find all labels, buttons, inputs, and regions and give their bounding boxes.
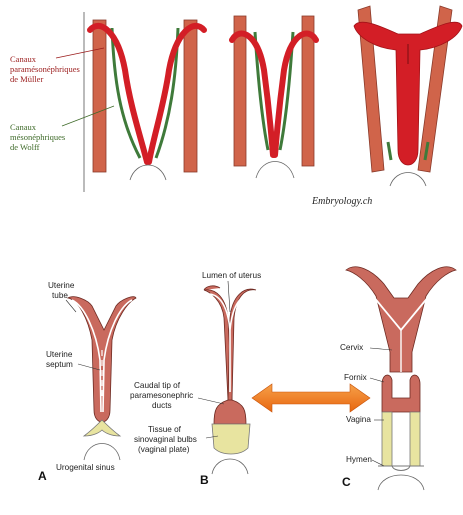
urogenital-sinus-a	[82, 419, 122, 437]
panel-letter-a: A	[38, 469, 47, 483]
sinus-arc	[389, 172, 427, 187]
mesonephric-outer-right	[417, 5, 453, 173]
fused-muller-uterus	[353, 21, 463, 166]
mesonephric-outer-left	[233, 15, 247, 167]
sinus-arc-b	[211, 458, 249, 475]
top-stage-1	[87, 19, 207, 181]
mesonephric-outer-right	[301, 15, 315, 167]
panel-b-labels: Lumen of uterus Caudal tip of paramesone…	[130, 271, 261, 487]
caudal-tip-pointer	[197, 397, 225, 405]
uterine-tube-pointer	[65, 299, 77, 313]
cervix-label: Cervix	[340, 343, 363, 352]
fornix-c	[381, 374, 421, 413]
tissue-sinovaginal-label: sinovaginal bulbs	[134, 435, 197, 444]
top-stage-3	[353, 5, 463, 187]
top-stage-2	[229, 15, 319, 179]
panel-letter-b: B	[200, 473, 209, 487]
caudal-tip-label: paramesonephric	[130, 391, 193, 400]
fornix-label: Fornix	[344, 373, 367, 382]
panel-a-drawing	[66, 296, 137, 461]
uterine-lumen-b	[209, 293, 251, 392]
muller-duct-left	[229, 30, 276, 158]
tissue-sinovaginal-label: (vaginal plate)	[138, 445, 190, 454]
sinus-arc	[129, 164, 167, 181]
uterine-tube-label: Uterine	[48, 281, 75, 290]
uterine-tube-label: tube	[52, 291, 68, 300]
mesonephric-label-line: mésonéphriques	[10, 132, 65, 142]
uterus-c	[345, 266, 457, 373]
mesonephric-outer-right	[183, 19, 198, 173]
mesonephric-pointer	[61, 105, 115, 127]
fornix-pointer	[369, 377, 385, 383]
urogenital-sinus-label: Urogenital sinus	[56, 463, 115, 472]
cervix-pointer	[369, 347, 393, 351]
lumen-pointer	[227, 280, 231, 313]
panel-letter-c: C	[342, 475, 351, 489]
panel-a-labels: Uterine tube Uterine septum Urogenital s…	[38, 281, 115, 483]
caudal-tip-label: Caudal tip of	[134, 381, 181, 390]
mesonephric-label-line: Canaux	[10, 122, 37, 132]
uterine-lumen-a	[71, 299, 133, 413]
tissue-pointer	[205, 435, 219, 439]
paramesonephric-label: Canaux paramésonéphriques de Müller	[10, 47, 105, 84]
hymen-c	[378, 465, 424, 471]
paramesonephric-pointer	[55, 47, 105, 59]
uterine-tissue-b-right	[227, 288, 257, 401]
uterine-septum-label: Uterine	[46, 350, 73, 359]
hymen-label: Hymen	[346, 455, 372, 464]
lumen-of-uterus-label: Lumen of uterus	[202, 271, 261, 280]
bottom-panel: Uterine tube Uterine septum Urogenital s…	[38, 266, 457, 491]
caudal-tip-label: ducts	[152, 401, 172, 410]
uterine-tissue-a	[66, 296, 137, 423]
wolff-remnant-right	[423, 141, 430, 161]
comparison-double-arrow	[251, 383, 371, 413]
mesonephric-outer-left	[92, 19, 107, 173]
credit-text: Embryology.ch	[311, 196, 372, 207]
sinus-arc-c	[377, 474, 425, 491]
muller-duct-right	[272, 30, 319, 158]
top-panel: Canaux paramésonéphriques de Müller Cana…	[10, 5, 463, 207]
vagina-label: Vagina	[346, 415, 371, 424]
vaginal-plate-b	[211, 423, 251, 455]
uterine-septum-pointer	[77, 363, 101, 371]
vagina-c	[381, 411, 421, 467]
paramesonephric-label-line: Canaux	[10, 54, 37, 64]
muller-duct-right	[146, 22, 207, 165]
paramesonephric-label-line: paramésonéphriques	[10, 64, 80, 74]
panel-b-drawing	[203, 285, 257, 475]
sinus-arc-a	[83, 443, 121, 461]
tissue-sinovaginal-label: Tissue of	[148, 425, 182, 434]
sinus-arc	[255, 161, 295, 179]
uterine-septum-label: septum	[46, 360, 73, 369]
wolff-duct-left	[110, 27, 142, 159]
panel-c-labels: Cervix Fornix Vagina Hymen C	[340, 343, 393, 489]
hymen-pointer	[371, 459, 385, 467]
muller-duct-left	[87, 22, 150, 165]
mesonephric-label: Canaux mésonéphriques de Wolff	[10, 105, 115, 152]
wolff-remnant-left	[386, 141, 393, 161]
paramesonephric-label-line: de Müller	[10, 74, 43, 84]
mesonephric-outer-left	[357, 5, 385, 173]
mesonephric-label-line: de Wolff	[10, 142, 40, 152]
panel-c-drawing	[345, 266, 457, 491]
